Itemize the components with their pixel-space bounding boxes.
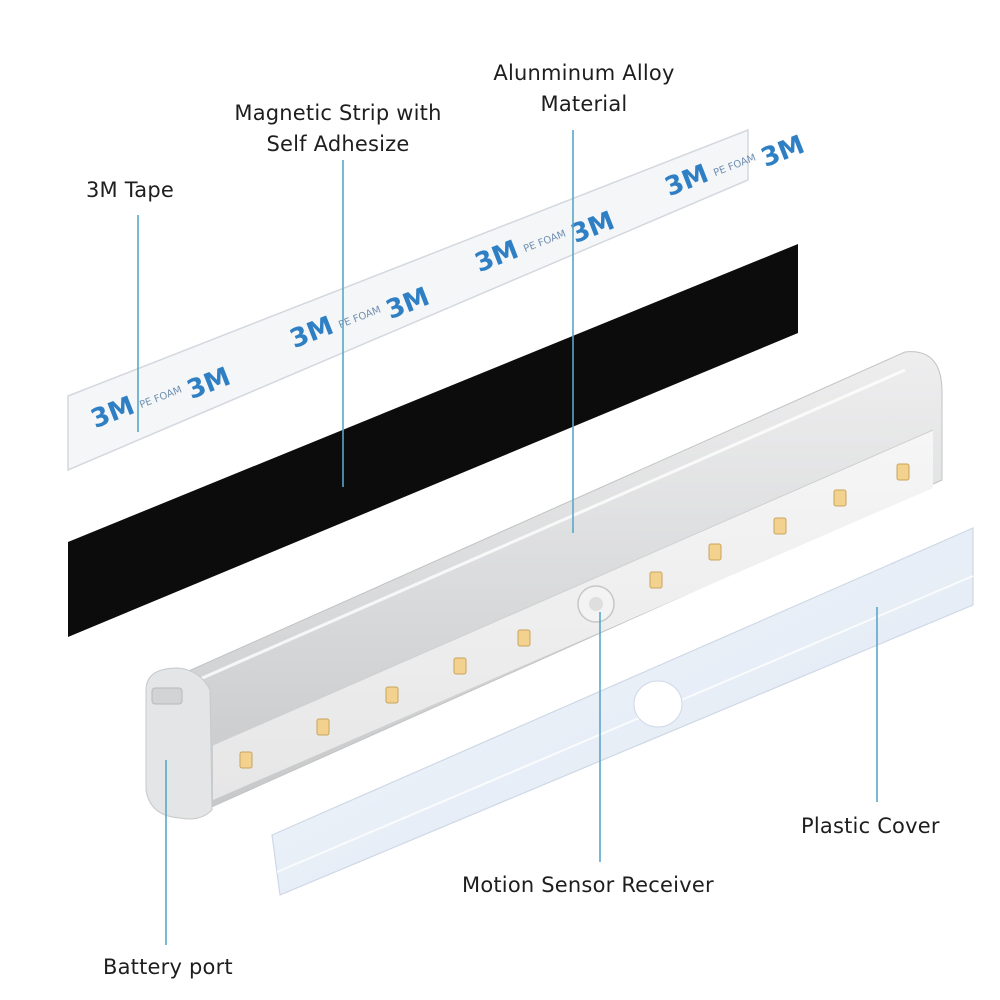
label-battery-port: Battery port (103, 955, 233, 979)
label-magnetic-line1: Magnetic Strip with (234, 101, 442, 125)
label-magnetic-line2: Self Adhesize (266, 132, 410, 156)
led (385, 686, 399, 704)
label-alloy-line2: Material (540, 92, 628, 116)
magnetic-strip (68, 244, 798, 637)
plastic-cover (271, 527, 974, 896)
led (708, 543, 722, 561)
aluminum-housing (145, 351, 943, 820)
label-aluminum-alloy: Alunminum Alloy Material (472, 58, 696, 120)
battery-port (151, 687, 183, 705)
label-plastic-cover: Plastic Cover (801, 814, 940, 838)
led (453, 657, 467, 675)
led (649, 571, 663, 589)
label-motion-sensor: Motion Sensor Receiver (462, 873, 714, 897)
label-magnetic-strip: Magnetic Strip with Self Adhesize (218, 98, 458, 160)
led (896, 463, 910, 481)
led-array (239, 463, 910, 769)
led (773, 517, 787, 535)
label-alloy-line1: Alunminum Alloy (493, 61, 675, 85)
cover-sensor-hole (633, 680, 683, 728)
led (239, 751, 253, 769)
led (316, 718, 330, 736)
led (833, 489, 847, 507)
label-3m-tape: 3M Tape (86, 178, 175, 202)
leader-lines (137, 130, 878, 945)
tape-logo-text: 3M (757, 130, 809, 174)
led (517, 629, 531, 647)
